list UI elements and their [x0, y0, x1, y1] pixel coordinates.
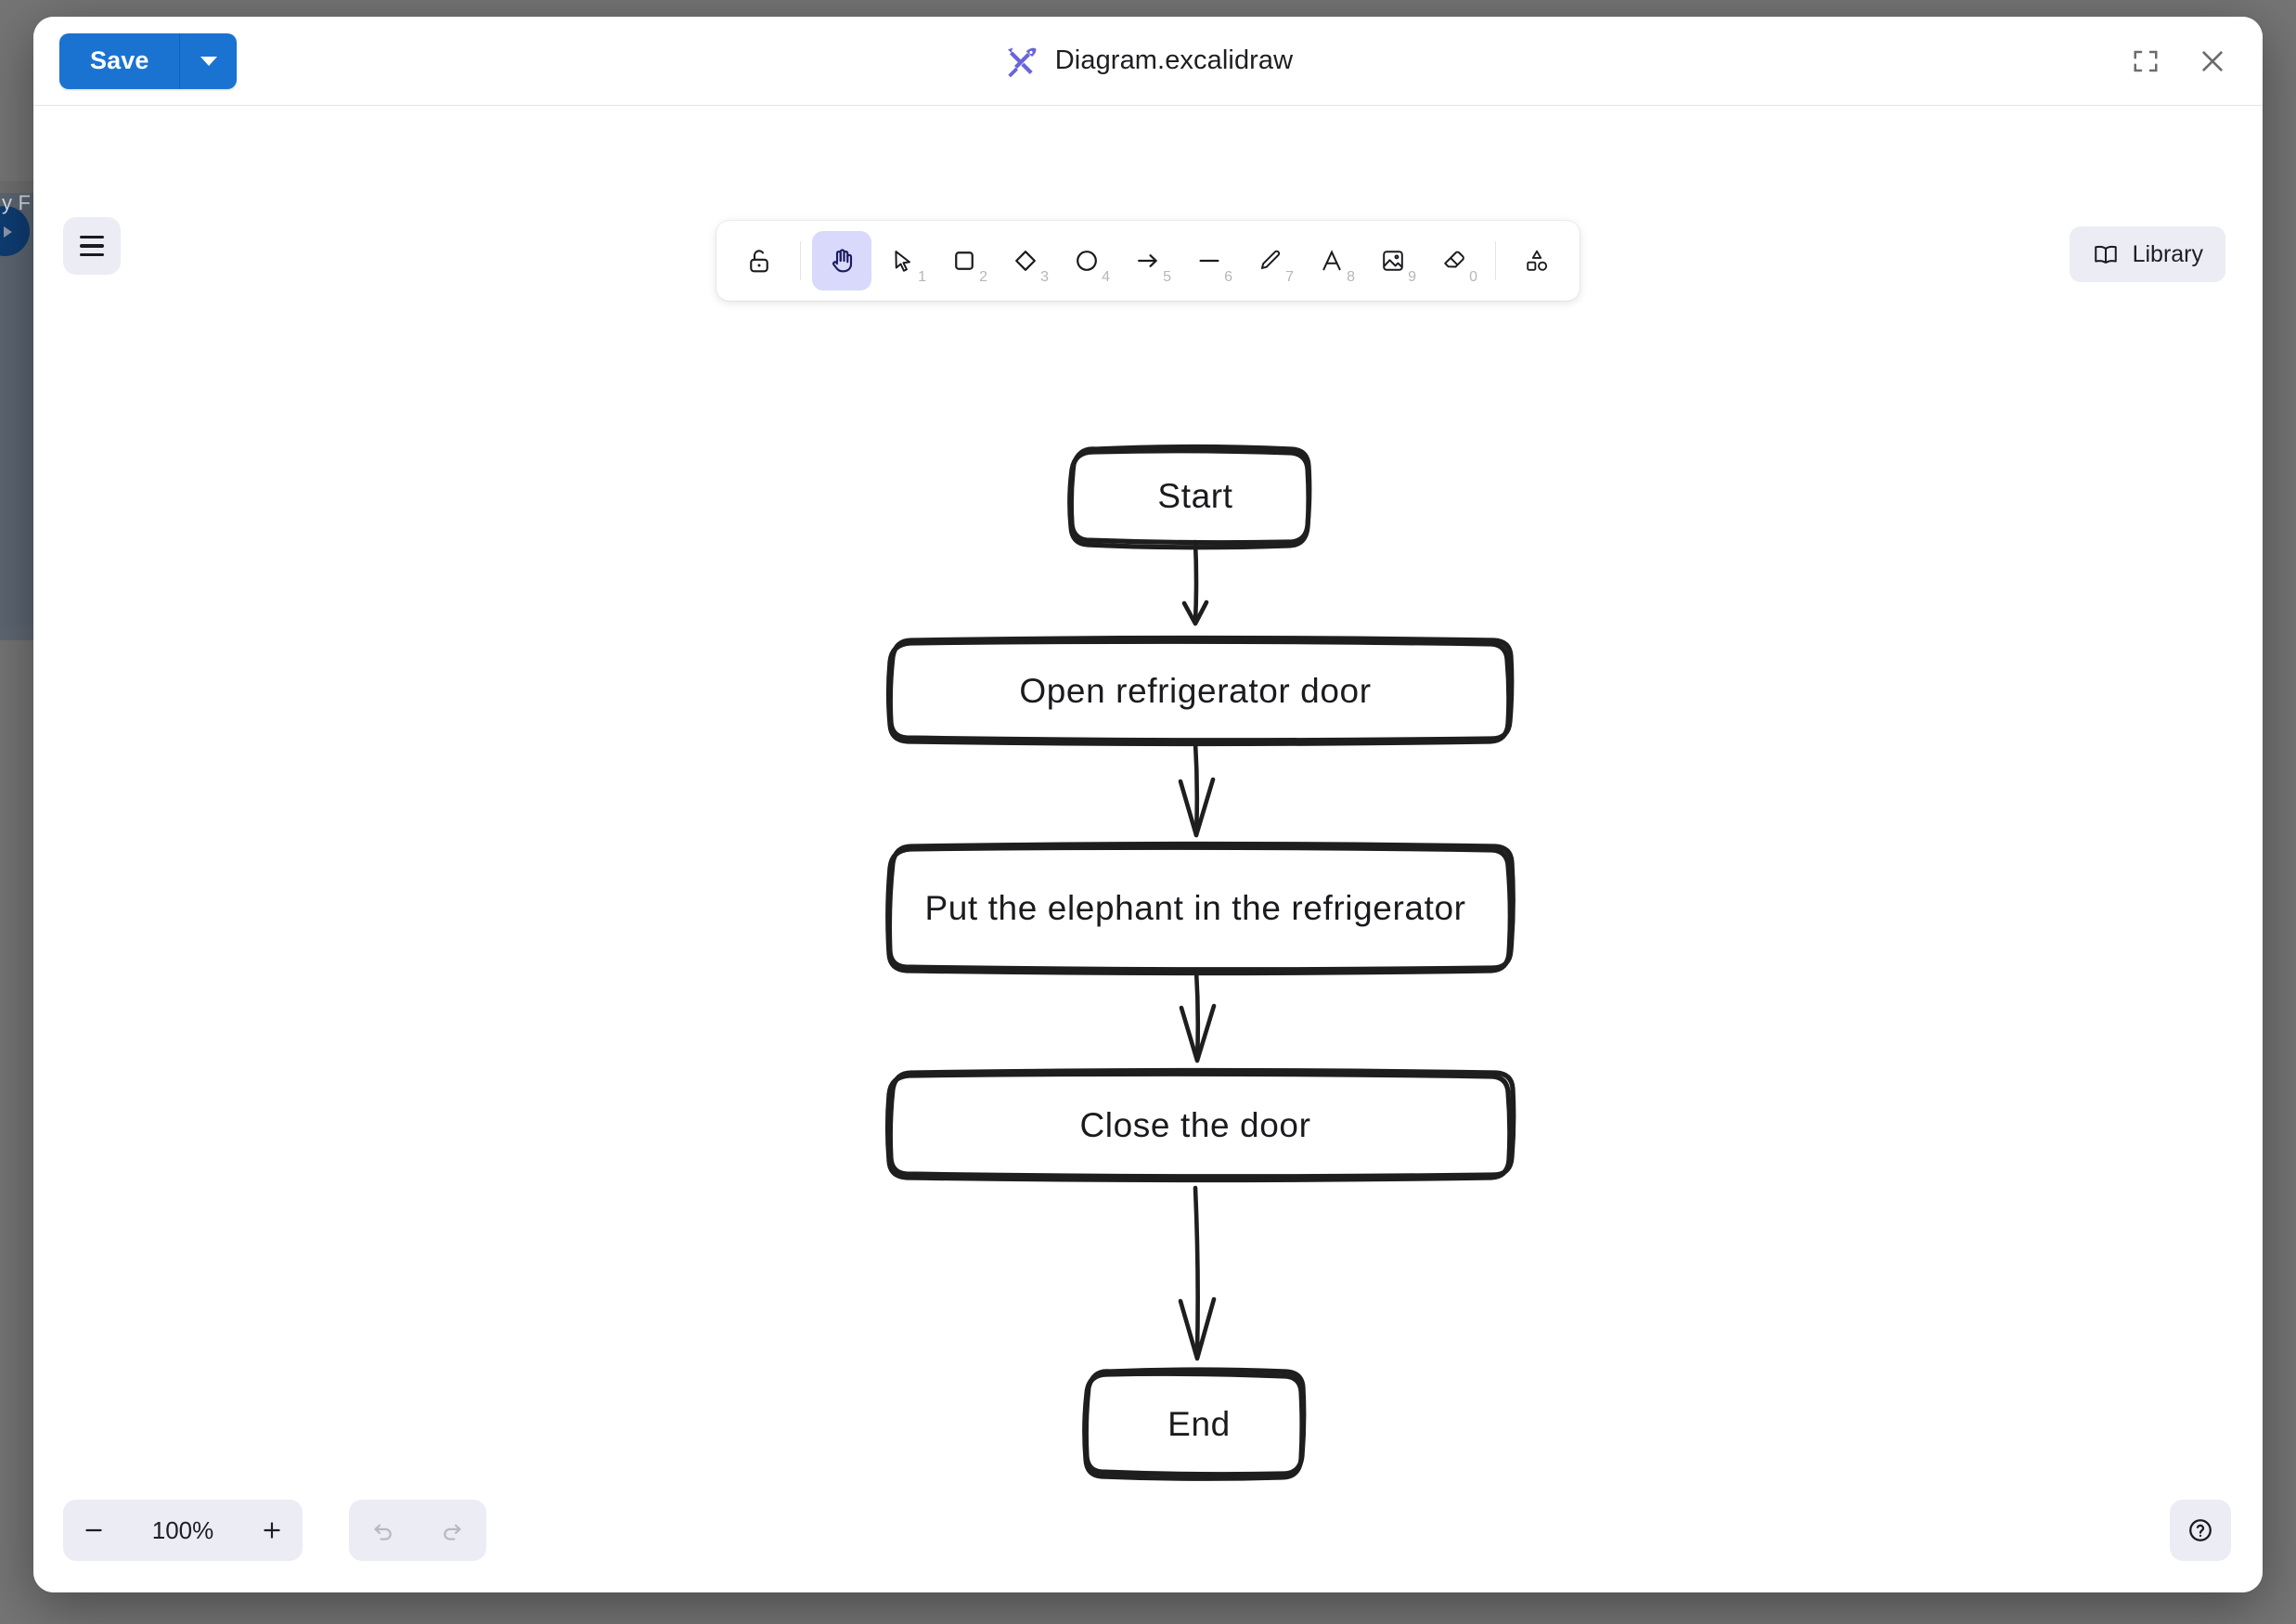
flow-node-3-label: Put the elephant in the refrigerator	[924, 888, 1466, 927]
flow-edge-1	[1181, 539, 1209, 626]
selection-icon[interactable]: 1	[873, 231, 933, 290]
tool-shortcut: 3	[1040, 269, 1049, 285]
flow-node-start-shape	[1067, 444, 1312, 550]
flow-edge-4	[1178, 1185, 1217, 1361]
document-title: Diagram.excalidraw	[1054, 45, 1294, 75]
redo-button[interactable]	[418, 1500, 486, 1561]
lock-icon[interactable]	[729, 231, 789, 290]
background-partial-label: y F	[2, 191, 32, 214]
tool-shortcut: 4	[1102, 269, 1110, 285]
window-actions	[2123, 17, 2235, 105]
book-icon	[2092, 240, 2120, 268]
tool-shortcut: 2	[979, 269, 987, 285]
zoom-in-button[interactable]	[241, 1500, 303, 1561]
tool-palette[interactable]: 1 2 3 4	[716, 221, 1580, 301]
history-controls[interactable]	[349, 1500, 486, 1561]
arrow-icon[interactable]: 5	[1118, 231, 1178, 290]
excalidraw-modal-window: Save Diagram.excalidraw	[33, 17, 2263, 1592]
tool-shortcut: 5	[1163, 269, 1171, 285]
tool-shortcut: 6	[1224, 269, 1232, 285]
tool-shortcut: 0	[1469, 269, 1477, 285]
chevron-down-icon	[200, 56, 217, 66]
help-button[interactable]	[2170, 1500, 2231, 1561]
hamburger-menu-icon[interactable]	[63, 217, 121, 275]
title-bar: Save Diagram.excalidraw	[33, 17, 2263, 106]
image-icon[interactable]: 9	[1363, 231, 1423, 290]
diamond-icon[interactable]: 3	[996, 231, 1055, 290]
flow-node-3-shape	[885, 841, 1516, 976]
flowchart: Start Open refrigerator door Put the ele…	[33, 106, 2263, 1592]
save-dropdown-button[interactable]	[179, 32, 238, 89]
hand-icon[interactable]	[812, 231, 871, 290]
toolbar-divider-2	[1495, 241, 1496, 280]
shapes-icon[interactable]	[1507, 231, 1567, 290]
fullscreen-button[interactable]	[2123, 39, 2168, 84]
excalidraw-logo-icon	[1003, 43, 1040, 80]
library-button[interactable]: Library	[2069, 226, 2225, 282]
canvas-area[interactable]: 1 2 3 4	[33, 106, 2263, 1592]
flow-node-end-shape	[1082, 1367, 1307, 1481]
line-icon[interactable]: 6	[1180, 231, 1239, 290]
close-button[interactable]	[2190, 39, 2235, 84]
flow-node-4-shape	[884, 1067, 1516, 1183]
undo-button[interactable]	[349, 1500, 418, 1561]
toolbar-divider	[800, 241, 801, 280]
document-title-group: Diagram.excalidraw	[33, 17, 2263, 105]
flow-node-4-label: Close the door	[1079, 1105, 1311, 1144]
tool-shortcut: 9	[1408, 269, 1416, 285]
eraser-icon[interactable]: 0	[1425, 231, 1484, 290]
flow-node-2-label: Open refrigerator door	[1019, 671, 1372, 710]
rectangle-icon[interactable]: 2	[935, 231, 994, 290]
save-button[interactable]: Save	[59, 32, 180, 89]
flow-node-2-shape	[885, 635, 1515, 747]
hamburger-lines	[80, 235, 104, 257]
tool-shortcut: 8	[1347, 269, 1355, 285]
tool-shortcut: 1	[918, 269, 926, 285]
flow-edge-2	[1178, 740, 1216, 838]
save-button-group[interactable]: Save	[59, 32, 238, 89]
flow-node-end-label: End	[1167, 1404, 1231, 1443]
draw-icon[interactable]: 7	[1241, 231, 1300, 290]
zoom-value[interactable]: 100%	[151, 1515, 214, 1544]
library-label: Library	[2132, 240, 2203, 267]
background-strip-lower	[0, 627, 33, 640]
text-icon[interactable]: 8	[1302, 231, 1361, 290]
zoom-controls[interactable]: 100%	[63, 1500, 303, 1561]
zoom-out-button[interactable]	[63, 1500, 124, 1561]
flow-node-start-label: Start	[1157, 476, 1233, 515]
background-panel	[0, 193, 37, 638]
ellipse-icon[interactable]: 4	[1057, 231, 1116, 290]
background-strip	[0, 181, 37, 194]
flow-edge-3	[1179, 968, 1217, 1063]
tool-shortcut: 7	[1285, 269, 1294, 285]
